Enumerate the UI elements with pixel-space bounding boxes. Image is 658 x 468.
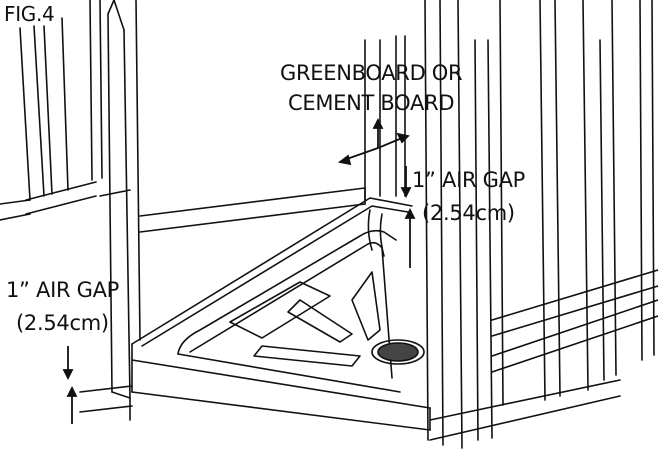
back-top-plate	[139, 187, 366, 233]
right-gap-down-arrow	[400, 166, 412, 199]
floor-plate	[79, 379, 621, 441]
drain	[371, 339, 425, 365]
front-left-stud	[107, 0, 141, 421]
back-wall-studs	[0, 0, 131, 221]
board-label-line2: CEMENT BOARD	[288, 91, 455, 115]
figure-label: FIG.4	[4, 2, 55, 26]
shower-base	[131, 197, 431, 431]
board-right-arrow	[377, 132, 410, 149]
right-gap-up-arrow	[404, 207, 416, 268]
right-gap-label-line2: (2.54cm)	[422, 201, 515, 225]
left-gap-up-arrow	[66, 385, 78, 424]
right-gap-label-line1: 1” AIR GAP	[412, 168, 526, 192]
board-up-arrow	[372, 117, 384, 148]
right-wall-studs	[424, 0, 658, 449]
left-gap-down-arrow	[62, 346, 74, 381]
left-gap-label-line1: 1” AIR GAP	[6, 278, 120, 302]
left-gap-label-line2: (2.54cm)	[16, 311, 109, 335]
board-label-line1: GREENBOARD OR	[280, 61, 463, 85]
board-left-arrow	[337, 147, 379, 166]
corner-board	[364, 35, 406, 201]
